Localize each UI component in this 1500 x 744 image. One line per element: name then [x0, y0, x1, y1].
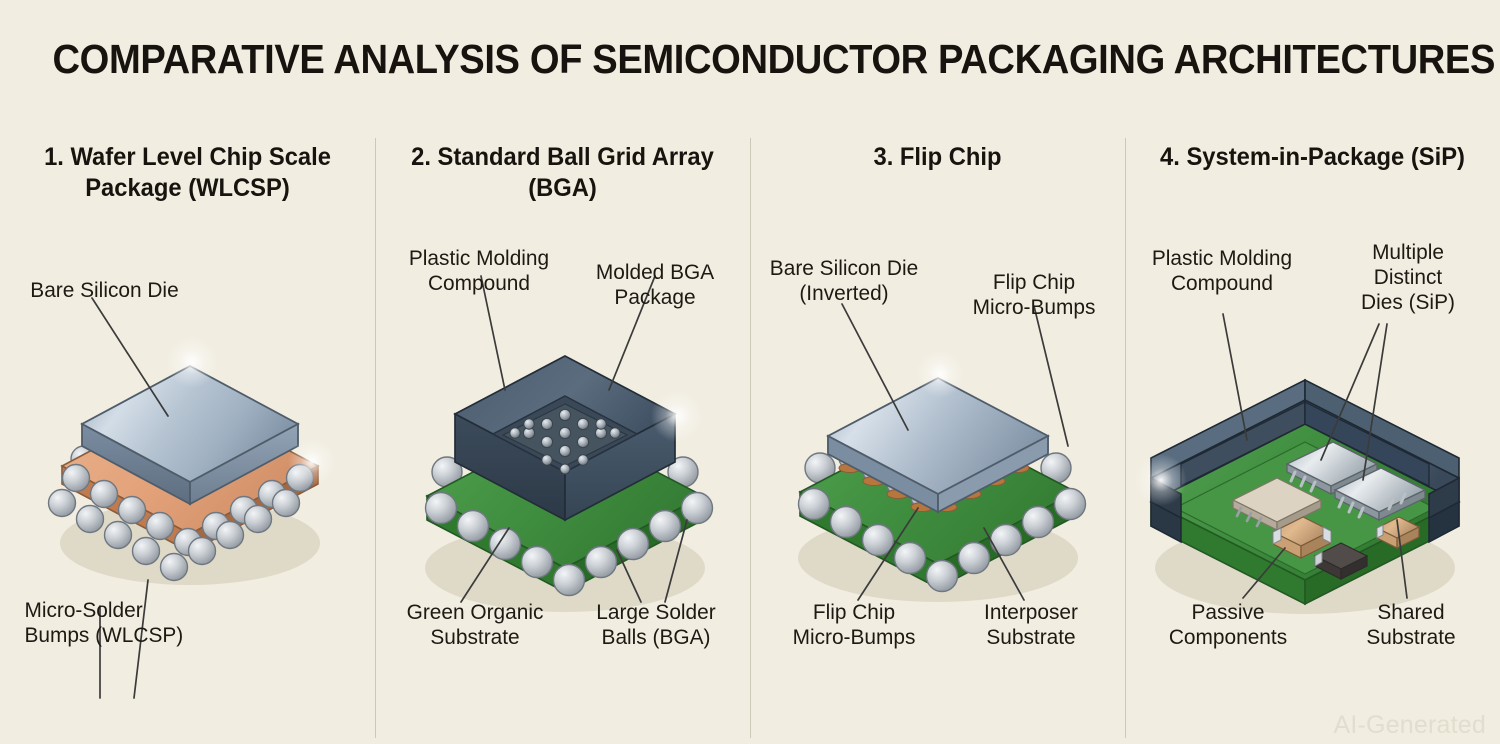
fc-solder-ball-group-front	[797, 487, 1087, 593]
solder-bump-group-front	[47, 463, 315, 582]
specular-highlight	[916, 350, 964, 398]
panel-sip: 4. System-in-Package (SiP)	[1125, 128, 1500, 744]
leader-lines	[1222, 313, 1408, 599]
solder-bump-group-back	[70, 445, 266, 521]
sip-die-large-left	[1231, 477, 1323, 531]
panel-container: 1. Wafer Level Chip Scale Package (WLCSP…	[0, 128, 1500, 744]
silicon-die	[80, 364, 300, 506]
green-organic-substrate	[425, 423, 705, 594]
mold-wall-back-right	[1304, 378, 1460, 520]
mold-inner-face-right	[1304, 400, 1430, 488]
sip-die-silver-center	[1285, 441, 1379, 496]
mold-inner-face-left	[1180, 400, 1306, 488]
panel-flip-chip: 3. Flip Chip	[750, 128, 1125, 744]
label-multiple-distinct-dies: Multiple Distinct Dies (SiP)	[1361, 240, 1455, 314]
label-large-solder-balls: Large Solder Balls (BGA)	[596, 600, 716, 649]
copper-substrate	[60, 397, 320, 554]
label-bare-silicon-die-inverted: Bare Silicon Die (Inverted)	[769, 256, 919, 305]
bga-solder-ball-group-back	[431, 456, 699, 542]
specular-highlight	[288, 438, 336, 486]
label-plastic-molding-compound-sip: Plastic Molding Compound	[1151, 246, 1293, 295]
leader-lines	[841, 303, 1069, 601]
illustration-bga	[375, 128, 750, 744]
specular-highlight	[166, 336, 218, 388]
label-micro-solder-bumps: Micro-Solder Bumps (WLCSP)	[24, 598, 184, 647]
label-passive-components: Passive Components	[1168, 600, 1288, 649]
panel-title-flip-chip: 3. Flip Chip	[873, 143, 1002, 171]
label-flip-chip-micro-bumps-bottom: Flip Chip Micro-Bumps	[792, 600, 916, 649]
panel-title-wlcsp: 1. Wafer Level Chip Scale Package (WLCSP…	[44, 143, 331, 202]
panel-bga: 2. Standard Ball Grid Array (BGA)	[375, 128, 750, 744]
label-plastic-molding-compound: Plastic Molding Compound	[408, 246, 550, 295]
interposer-substrate	[798, 419, 1078, 590]
internal-ball-array	[509, 408, 621, 475]
panel-wlcsp: 1. Wafer Level Chip Scale Package (WLCSP…	[0, 128, 375, 744]
mold-wall-front-left	[1150, 500, 1182, 544]
mold-compound-body	[453, 355, 677, 522]
label-bare-silicon-die: Bare Silicon Die	[30, 278, 179, 302]
mold-wall-front-right	[1428, 500, 1460, 544]
bga-solder-ball-group-front	[424, 491, 714, 597]
watermark: AI-Generated	[1333, 711, 1486, 739]
board-surface	[1173, 441, 1437, 575]
specular-highlight	[651, 390, 703, 442]
page-title: COMPARATIVE ANALYSIS OF SEMICONDUCTOR PA…	[52, 36, 1496, 82]
sip-passive-dark	[1313, 542, 1369, 580]
silicon-die-inverted	[826, 376, 1050, 514]
illustration-sip	[1125, 128, 1500, 744]
underfill-layer	[827, 434, 1049, 510]
panel-title-sip: 4. System-in-Package (SiP)	[1160, 143, 1465, 171]
specular-highlight	[1135, 454, 1187, 506]
leader-lines	[460, 275, 688, 603]
sip-passive-tan-right	[1375, 516, 1421, 549]
panel-title-bga: 2. Standard Ball Grid Array (BGA)	[411, 143, 714, 202]
illustration-wlcsp	[0, 128, 375, 744]
fc-solder-ball-group-back	[804, 452, 1072, 538]
cutaway-cavity	[491, 395, 639, 473]
label-flip-chip-micro-bumps-top: Flip Chip Micro-Bumps	[972, 270, 1096, 319]
sip-passive-tan-left	[1271, 516, 1333, 559]
sip-die-silver-right	[1333, 467, 1427, 522]
label-interposer-substrate: Interposer Substrate	[984, 600, 1078, 649]
mold-wall-back-left	[1150, 378, 1306, 520]
shared-substrate	[1149, 423, 1461, 606]
illustration-flip-chip	[750, 128, 1125, 744]
flip-chip-micro-bump-row	[838, 446, 1030, 512]
label-molded-bga-package: Molded BGA Package	[595, 260, 715, 309]
label-green-organic-substrate: Green Organic Substrate	[406, 600, 544, 649]
label-shared-substrate: Shared Substrate	[1366, 600, 1456, 649]
